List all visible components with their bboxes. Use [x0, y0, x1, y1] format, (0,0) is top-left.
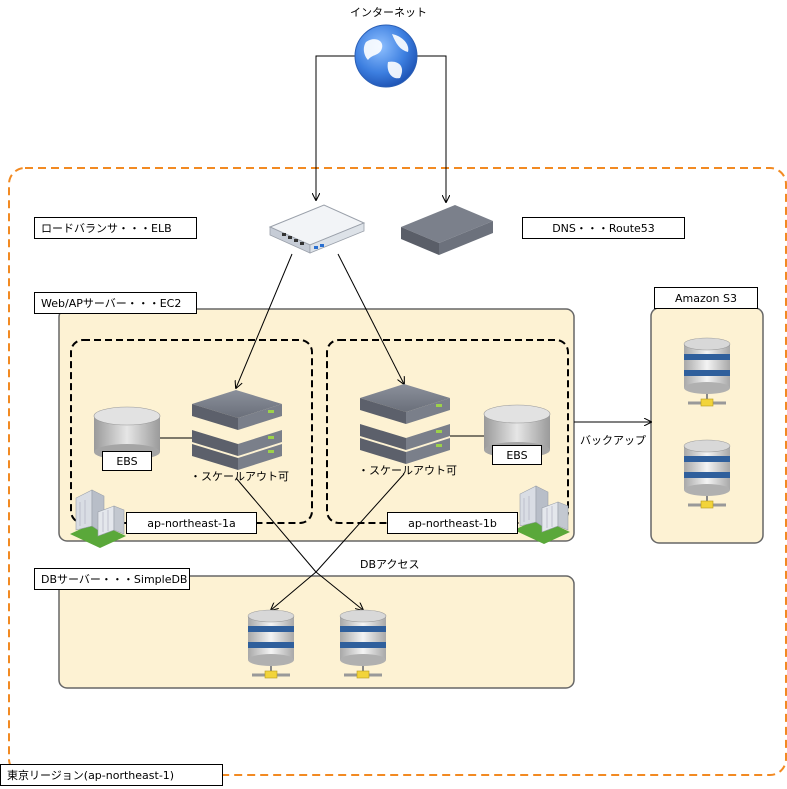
db-access-arrow-left [271, 571, 317, 610]
elb-to-server-a-arrow [236, 253, 293, 388]
region-label: 東京リージョン(ap-northeast-1) [0, 764, 223, 786]
internet-to-dns-arrow [416, 55, 446, 202]
ebs-left-label: EBS [102, 451, 152, 471]
backup-label: バックアップ [580, 434, 646, 447]
region-boundary [8, 167, 787, 776]
db-access-arrow-right [315, 571, 363, 610]
s3-label: Amazon S3 [654, 287, 758, 309]
ec2-label: Web/APサーバー・・・EC2 [34, 292, 197, 314]
scale-out-left-label: ・スケールアウト可 [190, 470, 289, 483]
elb-to-server-b-arrow [337, 253, 404, 384]
router-icon [401, 205, 493, 255]
az-a-label: ap-northeast-1a [126, 512, 257, 534]
db-access-label: DBアクセス [360, 558, 420, 571]
scale-out-right-label: ・スケールアウト可 [358, 464, 457, 477]
internet-label: インターネット [350, 6, 427, 19]
globe-icon [354, 24, 418, 88]
elb-label: ロードバランサ・・・ELB [34, 217, 197, 239]
db-zone-panel [58, 575, 575, 689]
ebs-right-label: EBS [492, 445, 542, 465]
internet-to-elb-arrow [316, 55, 356, 200]
dns-label: DNS・・・Route53 [522, 217, 685, 239]
az-b-label: ap-northeast-1b [387, 512, 518, 534]
db-label: DBサーバー・・・SimpleDB [34, 568, 190, 590]
switch-icon [268, 204, 366, 254]
ec2-zone-panel [58, 308, 575, 542]
